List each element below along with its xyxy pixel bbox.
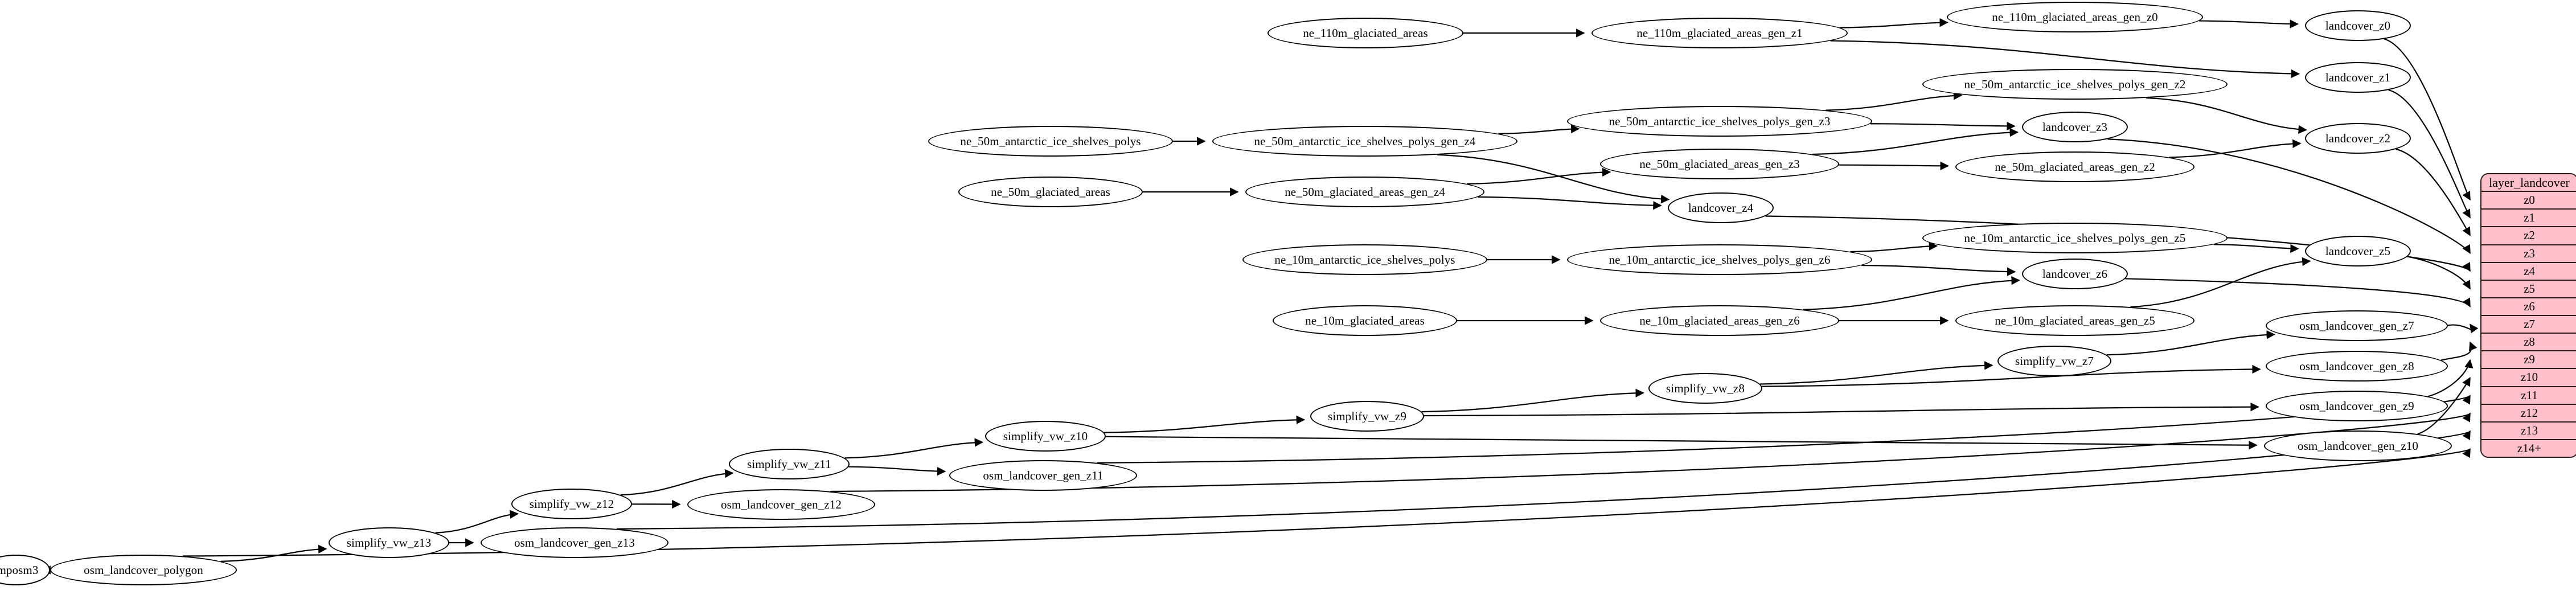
record-row-z9[interactable]: z9 <box>2481 351 2576 370</box>
graph-node-osm-landcover-polygon[interactable]: osm_landcover_polygon <box>50 555 237 585</box>
graph-node-osm-landcover-gen-z10[interactable]: osm_landcover_gen_z10 <box>2264 430 2452 461</box>
graph-node-landcover-z3[interactable]: landcover_z3 <box>2022 112 2128 142</box>
graph-node-ne-50m-antarctic-ice-shelves-polys-gen-z4[interactable]: ne_50m_antarctic_ice_shelves_polys_gen_z… <box>1212 126 1517 157</box>
graph-node-ne-50m-glaciated-areas-gen-z2[interactable]: ne_50m_glaciated_areas_gen_z2 <box>1955 151 2194 182</box>
graph-node-ne-10m-glaciated-areas-gen-z6[interactable]: ne_10m_glaciated_areas_gen_z6 <box>1600 305 1839 336</box>
record-row-z11[interactable]: z11 <box>2481 387 2576 405</box>
record-row-z6[interactable]: z6 <box>2481 298 2576 316</box>
graph-node-ne-10m-antarctic-ice-shelves-polys-gen-z5[interactable]: ne_10m_antarctic_ice_shelves_polys_gen_z… <box>1922 223 2228 253</box>
graph-node-osm-landcover-gen-z8[interactable]: osm_landcover_gen_z8 <box>2266 351 2448 382</box>
graph-node-ne-10m-glaciated-areas[interactable]: ne_10m_glaciated_areas <box>1273 305 1457 336</box>
record-row-z13[interactable]: z13 <box>2481 422 2576 440</box>
record-row-z5[interactable]: z5 <box>2481 280 2576 298</box>
graph-node-ne-50m-glaciated-areas[interactable]: ne_50m_glaciated_areas <box>958 177 1143 207</box>
graph-node-landcover-z4[interactable]: landcover_z4 <box>1668 192 1774 223</box>
graph-node-imposm3[interactable]: imposm3 <box>0 555 50 585</box>
record-row-z3[interactable]: z3 <box>2481 245 2576 263</box>
record-row-z0[interactable]: z0 <box>2481 192 2576 210</box>
graph-node-simplify-vw-z10[interactable]: simplify_vw_z10 <box>985 421 1106 452</box>
graph-node-ne-10m-antarctic-ice-shelves-polys[interactable]: ne_10m_antarctic_ice_shelves_polys <box>1242 244 1487 275</box>
graph-node-ne-10m-glaciated-areas-gen-z5[interactable]: ne_10m_glaciated_areas_gen_z5 <box>1955 305 2194 336</box>
graph-node-simplify-vw-z13[interactable]: simplify_vw_z13 <box>329 527 449 558</box>
graph-node-ne-110m-glaciated-areas-gen-z1[interactable]: ne_110m_glaciated_areas_gen_z1 <box>1591 18 1848 48</box>
record-row-z1[interactable]: z1 <box>2481 210 2576 228</box>
graph-node-landcover-z1[interactable]: landcover_z1 <box>2305 62 2411 93</box>
record-row-z10[interactable]: z10 <box>2481 369 2576 387</box>
record-row-z14plus[interactable]: z14+ <box>2481 440 2576 457</box>
graph-node-ne-50m-antarctic-ice-shelves-polys-gen-z3[interactable]: ne_50m_antarctic_ice_shelves_polys_gen_z… <box>1567 106 1872 137</box>
graph-node-landcover-z5[interactable]: landcover_z5 <box>2305 236 2411 266</box>
record-row-z2[interactable]: z2 <box>2481 227 2576 245</box>
graph-node-osm-landcover-gen-z7[interactable]: osm_landcover_gen_z7 <box>2266 310 2448 341</box>
graph-node-osm-landcover-gen-z9[interactable]: osm_landcover_gen_z9 <box>2266 391 2448 421</box>
record-row-z8[interactable]: z8 <box>2481 334 2576 352</box>
graph-node-ne-50m-glaciated-areas-gen-z4[interactable]: ne_50m_glaciated_areas_gen_z4 <box>1245 177 1484 207</box>
graph-node-simplify-vw-z7[interactable]: simplify_vw_z7 <box>1997 346 2111 376</box>
record-row-z4[interactable]: z4 <box>2481 263 2576 281</box>
graph-node-osm-landcover-gen-z12[interactable]: osm_landcover_gen_z12 <box>687 489 875 520</box>
graph-node-osm-landcover-gen-z11[interactable]: osm_landcover_gen_z11 <box>949 460 1137 491</box>
graph-node-ne-50m-antarctic-ice-shelves-polys-gen-z2[interactable]: ne_50m_antarctic_ice_shelves_polys_gen_z… <box>1922 69 2228 100</box>
graph-node-landcover-z2[interactable]: landcover_z2 <box>2305 123 2411 154</box>
record-row-z12[interactable]: z12 <box>2481 404 2576 423</box>
record-header-layer-landcover: layer_landcover <box>2481 174 2576 192</box>
graph-node-ne-50m-antarctic-ice-shelves-polys[interactable]: ne_50m_antarctic_ice_shelves_polys <box>928 126 1173 157</box>
graph-node-landcover-z0[interactable]: landcover_z0 <box>2305 10 2411 41</box>
graph-node-simplify-vw-z9[interactable]: simplify_vw_z9 <box>1310 401 1424 432</box>
graph-node-simplify-vw-z11[interactable]: simplify_vw_z11 <box>729 449 850 479</box>
graph-node-osm-landcover-gen-z13[interactable]: osm_landcover_gen_z13 <box>481 527 668 558</box>
graph-node-ne-110m-glaciated-areas[interactable]: ne_110m_glaciated_areas <box>1268 18 1463 48</box>
graph-node-simplify-vw-z8[interactable]: simplify_vw_z8 <box>1648 373 1762 404</box>
graph-node-ne-10m-antarctic-ice-shelves-polys-gen-z6[interactable]: ne_10m_antarctic_ice_shelves_polys_gen_z… <box>1567 244 1872 275</box>
record-row-z7[interactable]: z7 <box>2481 316 2576 334</box>
graph-node-simplify-vw-z12[interactable]: simplify_vw_z12 <box>511 489 632 519</box>
graph-node-landcover-z6[interactable]: landcover_z6 <box>2022 259 2128 289</box>
graph-node-ne-50m-glaciated-areas-gen-z3[interactable]: ne_50m_glaciated_areas_gen_z3 <box>1600 149 1839 179</box>
graph-node-ne-110m-glaciated-areas-gen-z0[interactable]: ne_110m_glaciated_areas_gen_z0 <box>1947 2 2203 32</box>
